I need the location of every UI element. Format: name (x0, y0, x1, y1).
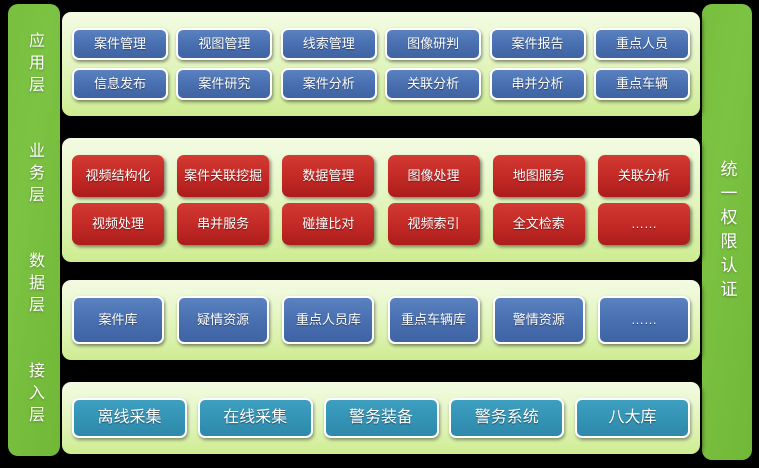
node-row: 信息发布案件研究案件分析关联分析串并分析重点车辆 (72, 64, 690, 104)
rail-label-application: 应用层 (26, 32, 43, 98)
node-data-0-4[interactable]: 警情资源 (492, 296, 585, 344)
node-row: 视频处理串并服务碰撞比对视频索引全文检索 …… (72, 200, 690, 248)
application-layer-panel: 案件管理视图管理线索管理图像研判案件报告重点人员信息发布案件研究案件分析关联分析… (62, 12, 700, 116)
layer-names-list: 应用层 业务层 数据层 接入层 (8, 4, 60, 456)
node-application-0-0[interactable]: 案件管理 (72, 28, 168, 60)
node-application-1-3[interactable]: 关联分析 (385, 68, 482, 100)
node-data-0-2[interactable]: 重点人员库 (282, 296, 375, 344)
node-business-0-4[interactable]: 地图服务 (492, 155, 585, 197)
node-application-1-1[interactable]: 案件研究 (176, 68, 273, 100)
node-application-1-0[interactable]: 信息发布 (72, 68, 168, 100)
node-application-0-3[interactable]: 图像研判 (385, 28, 482, 60)
node-business-1-5[interactable]: …… (597, 203, 690, 245)
node-business-0-0[interactable]: 视频结构化 (72, 155, 164, 197)
node-application-1-4[interactable]: 串并分析 (489, 68, 586, 100)
node-business-1-2[interactable]: 碰撞比对 (282, 203, 375, 245)
access-layer-panel: 离线采集在线采集警务装备警务系统八大库 (62, 382, 700, 454)
business-layer-rows: 视频结构化案件关联挖掘数据管理图像处理地图服务关联分析视频处理串并服务碰撞比对视… (62, 138, 700, 262)
data-layer-rows: 案件库疑情资源重点人员库重点车辆库警情资源…… (62, 280, 700, 360)
rail-label-business: 业务层 (26, 142, 43, 208)
layer-names-rail: 应用层 业务层 数据层 接入层 (8, 4, 60, 456)
node-access-0-3[interactable]: 警务系统 (449, 398, 565, 438)
node-row: 案件管理视图管理线索管理图像研判案件报告重点人员 (72, 24, 690, 64)
rail-label-data: 数据层 (26, 252, 43, 318)
node-business-0-2[interactable]: 数据管理 (282, 155, 375, 197)
node-data-0-3[interactable]: 重点车辆库 (387, 296, 480, 344)
node-business-1-3[interactable]: 视频索引 (387, 203, 480, 245)
node-business-0-3[interactable]: 图像处理 (387, 155, 480, 197)
node-access-0-2[interactable]: 警务装备 (323, 398, 439, 438)
rail-label-access: 接入层 (26, 362, 43, 428)
access-layer-rows: 离线采集在线采集警务装备警务系统八大库 (62, 382, 700, 454)
node-business-1-1[interactable]: 串并服务 (177, 203, 270, 245)
node-application-1-2[interactable]: 案件分析 (280, 68, 377, 100)
node-application-1-5[interactable]: 重点车辆 (593, 68, 690, 100)
node-application-0-2[interactable]: 线索管理 (280, 28, 377, 60)
node-business-1-4[interactable]: 全文检索 (492, 203, 585, 245)
node-data-0-0[interactable]: 案件库 (72, 296, 164, 344)
node-row: 案件库疑情资源重点人员库重点车辆库警情资源…… (72, 293, 690, 347)
node-business-1-0[interactable]: 视频处理 (72, 203, 164, 245)
node-access-0-1[interactable]: 在线采集 (197, 398, 313, 438)
data-layer-panel: 案件库疑情资源重点人员库重点车辆库警情资源…… (62, 280, 700, 360)
node-row: 离线采集在线采集警务装备警务系统八大库 (72, 395, 690, 441)
node-application-0-5[interactable]: 重点人员 (593, 28, 690, 60)
node-data-0-1[interactable]: 疑情资源 (177, 296, 270, 344)
unified-auth-rail: 统一权限认证 (702, 4, 752, 460)
unified-auth-label: 统一权限认证 (717, 160, 737, 304)
node-access-0-0[interactable]: 离线采集 (72, 398, 187, 438)
business-layer-panel: 视频结构化案件关联挖掘数据管理图像处理地图服务关联分析视频处理串并服务碰撞比对视… (62, 138, 700, 262)
node-business-0-1[interactable]: 案件关联挖掘 (177, 155, 270, 197)
node-row: 视频结构化案件关联挖掘数据管理图像处理地图服务关联分析 (72, 152, 690, 200)
node-data-0-5[interactable]: …… (597, 296, 690, 344)
node-application-0-4[interactable]: 案件报告 (489, 28, 586, 60)
node-access-0-4[interactable]: 八大库 (575, 398, 690, 438)
node-business-0-5[interactable]: 关联分析 (597, 155, 690, 197)
node-application-0-1[interactable]: 视图管理 (176, 28, 273, 60)
application-layer-rows: 案件管理视图管理线索管理图像研判案件报告重点人员信息发布案件研究案件分析关联分析… (62, 12, 700, 116)
